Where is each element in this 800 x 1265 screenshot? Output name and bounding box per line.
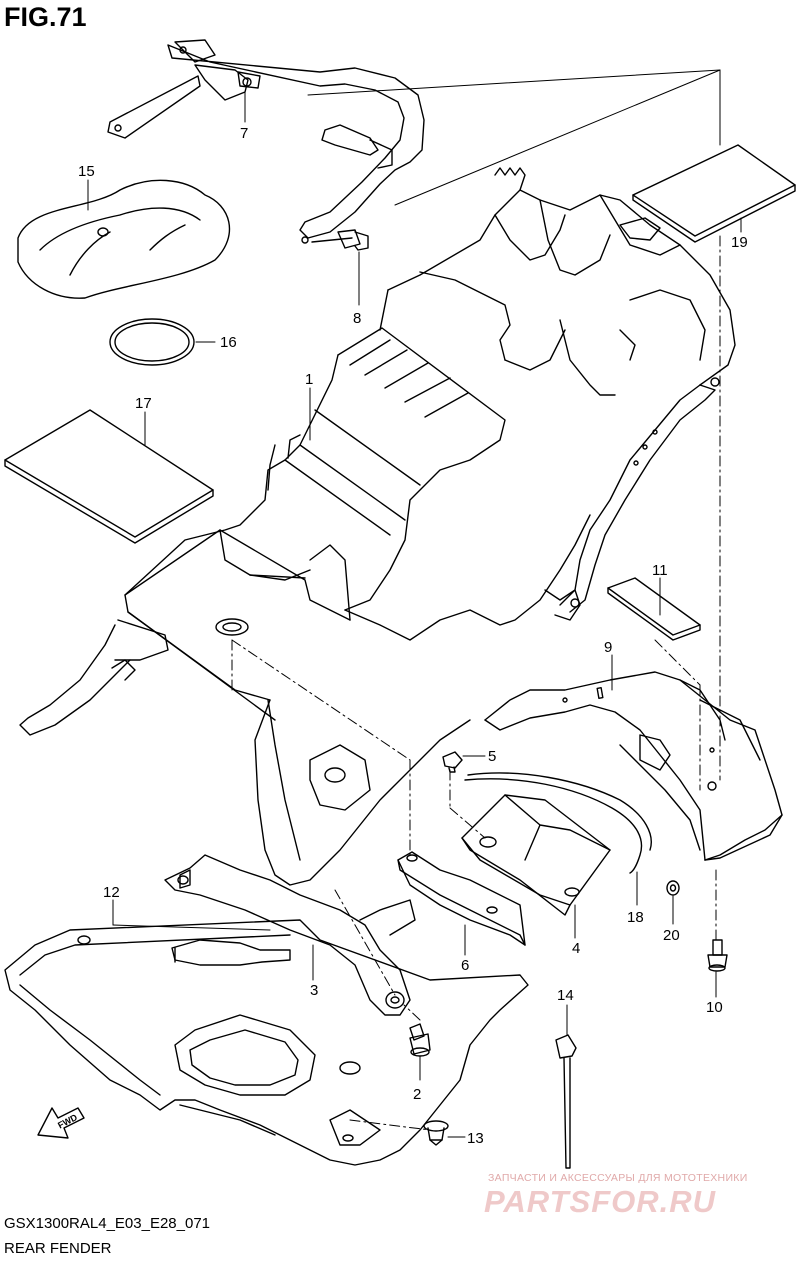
part-1-rear-fender bbox=[19, 167, 736, 886]
callout-19: 19 bbox=[731, 234, 748, 251]
callout-3: 3 bbox=[310, 982, 318, 999]
callout-10: 10 bbox=[706, 999, 723, 1016]
callout-labels: 1 2 3 4 5 6 7 8 9 10 11 12 13 14 15 16 1… bbox=[78, 125, 748, 1147]
part-15-seat-pad bbox=[17, 179, 231, 299]
callout-13: 13 bbox=[467, 1130, 484, 1147]
watermark-brand: PARTSFOR.RU bbox=[484, 1184, 717, 1219]
callout-6: 6 bbox=[461, 957, 469, 974]
part-14-cable-tie bbox=[555, 1034, 577, 1169]
part-19-sheet bbox=[632, 144, 796, 243]
watermark-tagline: ЗАПЧАСТИ И АКСЕССУАРЫ ДЛЯ МОТОТЕХНИКИ bbox=[488, 1172, 748, 1184]
leader-lines bbox=[87, 69, 742, 1138]
part-8-bolt bbox=[311, 229, 369, 251]
callout-1: 1 bbox=[305, 371, 313, 388]
callout-5: 5 bbox=[488, 748, 496, 765]
part-18-trim bbox=[464, 772, 652, 874]
part-4-bracket bbox=[461, 794, 611, 916]
callout-18: 18 bbox=[627, 909, 644, 926]
callout-11: 11 bbox=[652, 562, 668, 579]
part-20-washer bbox=[666, 880, 680, 896]
callout-8: 8 bbox=[353, 310, 361, 327]
figure-code: GSX1300RAL4_E03_E28_071 bbox=[4, 1215, 211, 1232]
part-9-fender-section bbox=[484, 671, 783, 861]
callout-16: 16 bbox=[220, 334, 237, 351]
part-5-clip bbox=[442, 751, 463, 773]
callout-17: 17 bbox=[135, 395, 152, 412]
callout-20: 20 bbox=[663, 927, 680, 944]
part-3-holder bbox=[164, 854, 416, 1016]
callout-4: 4 bbox=[572, 940, 580, 957]
callout-14: 14 bbox=[557, 987, 574, 1004]
part-12-undertray bbox=[4, 919, 529, 1166]
part-10-bolt bbox=[707, 939, 728, 972]
figure-description: REAR FENDER bbox=[4, 1240, 112, 1257]
callout-7: 7 bbox=[240, 125, 248, 142]
part-16-ring bbox=[109, 318, 195, 366]
part-6-plate bbox=[397, 851, 526, 946]
callout-9: 9 bbox=[604, 639, 612, 656]
callout-15: 15 bbox=[78, 163, 95, 180]
part-13-rivet bbox=[423, 1120, 449, 1146]
assembly-lines bbox=[231, 235, 721, 1131]
figure-title: FIG.71 bbox=[4, 2, 87, 32]
callout-12: 12 bbox=[103, 884, 120, 901]
part-11-pad bbox=[607, 577, 701, 641]
part-2-bolt bbox=[409, 1023, 431, 1057]
fwd-direction-arrow bbox=[37, 1107, 85, 1139]
part-7-grab-rail bbox=[107, 39, 425, 244]
callout-2: 2 bbox=[413, 1086, 421, 1103]
part-17-sheet bbox=[4, 409, 214, 544]
